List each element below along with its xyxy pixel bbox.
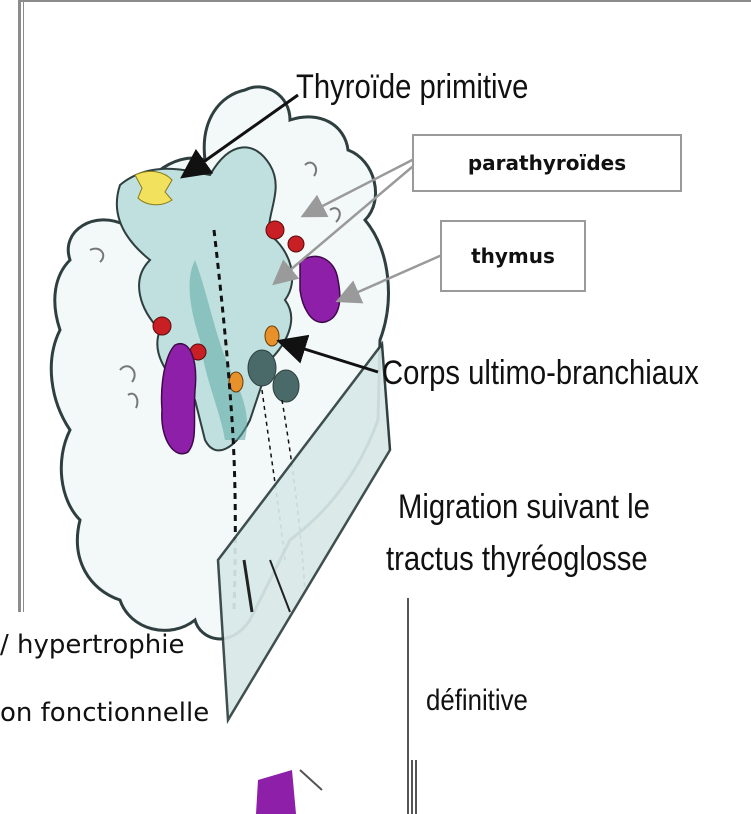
label-thymus: thymus — [471, 244, 555, 268]
thymus-left — [162, 344, 196, 454]
label-migration-line2: tractus thyréoglosse — [386, 540, 648, 579]
parathyroid-3 — [153, 317, 171, 335]
label-corps-ultimo: Corps ultimo-branchiaux — [382, 354, 699, 393]
dark-lobe-2 — [273, 370, 299, 402]
label-box-thymus: thymus — [440, 220, 586, 292]
fragment-line — [300, 770, 322, 790]
parathyroid-2 — [288, 236, 304, 252]
label-migration-line1: Migration suivant le — [398, 488, 650, 527]
ultimobranchial-body-1 — [265, 326, 279, 346]
label-parathyroides: parathyroïdes — [468, 151, 626, 175]
dark-lobe-1 — [248, 350, 276, 386]
label-box-parathyroides: parathyroïdes — [412, 134, 682, 192]
parathyroid-1 — [266, 221, 284, 239]
label-thyroide-primitive: Thyroïde primitive — [296, 68, 528, 107]
thymus-fragment-bottom — [256, 770, 296, 814]
